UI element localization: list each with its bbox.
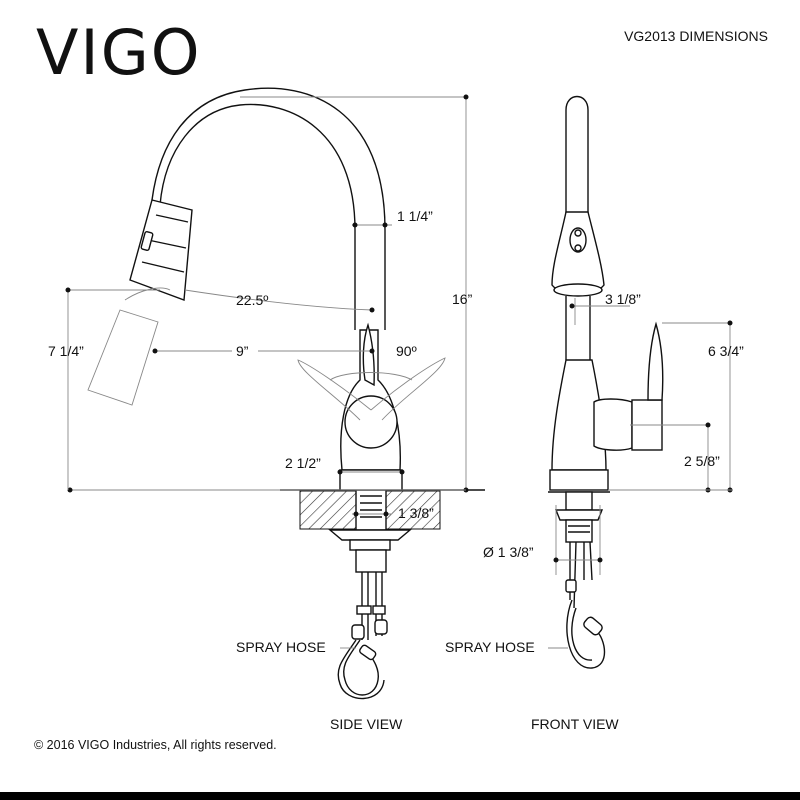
front-handle-body (593, 398, 633, 451)
label-spray-hose-side: SPRAY HOSE (236, 639, 326, 655)
dim-overall-height: 16” (452, 291, 473, 307)
brand-logo: VIGO (36, 16, 202, 89)
spray-head-extended (87, 309, 159, 406)
front-escutcheon (549, 469, 609, 491)
bottom-bar (0, 792, 800, 800)
mounting-nut (355, 549, 387, 573)
front-spout (565, 95, 589, 215)
dim-spray-angle: 22.5º (236, 292, 268, 308)
label-spray-hose-front: SPRAY HOSE (445, 639, 535, 655)
copyright-notice: © 2016 VIGO Industries, All rights reser… (34, 738, 277, 752)
dim-spout-diameter: 1 1/4” (397, 208, 433, 224)
front-spray-hose (566, 599, 606, 669)
front-shank (565, 491, 593, 511)
dim-mount-hole: Ø 1 3/8” (483, 544, 534, 560)
dim-handle-rotation: 90º (396, 343, 417, 359)
dim-spout-height: 7 1/4” (48, 343, 84, 359)
front-view-drawing (548, 95, 733, 669)
spray-hose (343, 639, 380, 696)
dim-sprayer-diameter: 3 1/8” (605, 291, 641, 307)
dim-base-width: 2 1/2” (285, 455, 321, 471)
handle-hub (344, 395, 398, 449)
front-handle-lever (647, 321, 664, 401)
dim-reach: 9” (236, 343, 249, 359)
gooseneck-spout (159, 103, 356, 330)
handle-left-ghost (297, 359, 372, 421)
caption-front-view: FRONT VIEW (531, 716, 619, 732)
mounting-washer (328, 529, 412, 541)
document-title: VG2013 DIMENSIONS (624, 28, 768, 44)
handle-right-ghost (370, 357, 446, 421)
side-view-drawing (65, 87, 485, 700)
handle-up (362, 322, 375, 387)
dim-handle-base-height: 2 5/8” (684, 453, 720, 469)
caption-side-view: SIDE VIEW (330, 716, 403, 732)
spray-head (129, 199, 193, 301)
dim-shank: 1 3/8” (398, 505, 434, 521)
dim-handle-height: 6 3/4” (708, 343, 744, 359)
base-escutcheon (339, 469, 403, 491)
spray-button (569, 227, 587, 253)
